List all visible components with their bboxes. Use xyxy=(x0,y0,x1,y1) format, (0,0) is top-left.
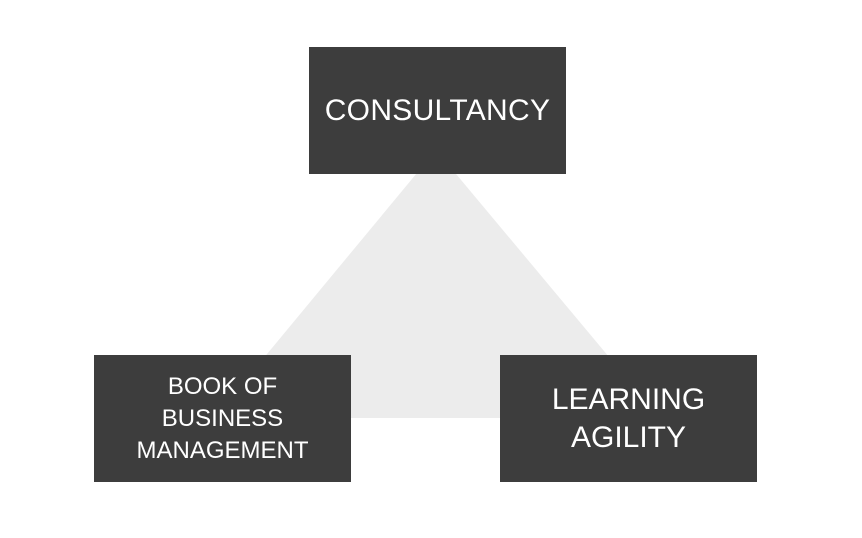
node-learning-agility: LEARNING AGILITY xyxy=(500,355,757,482)
node-right-line-1: LEARNING xyxy=(551,382,706,416)
node-consultancy-label: CONSULTANCY xyxy=(324,93,551,127)
node-left-line-1: BOOK OF xyxy=(167,372,278,400)
triangle-shape xyxy=(214,150,660,418)
node-book-of-business-management: BOOK OF BUSINESS MANAGEMENT xyxy=(94,355,351,482)
node-consultancy: CONSULTANCY xyxy=(309,47,566,174)
node-left-line-3: MANAGEMENT xyxy=(136,436,309,464)
node-right-line-2: AGILITY xyxy=(570,420,687,454)
node-left-line-2: BUSINESS xyxy=(161,404,284,432)
